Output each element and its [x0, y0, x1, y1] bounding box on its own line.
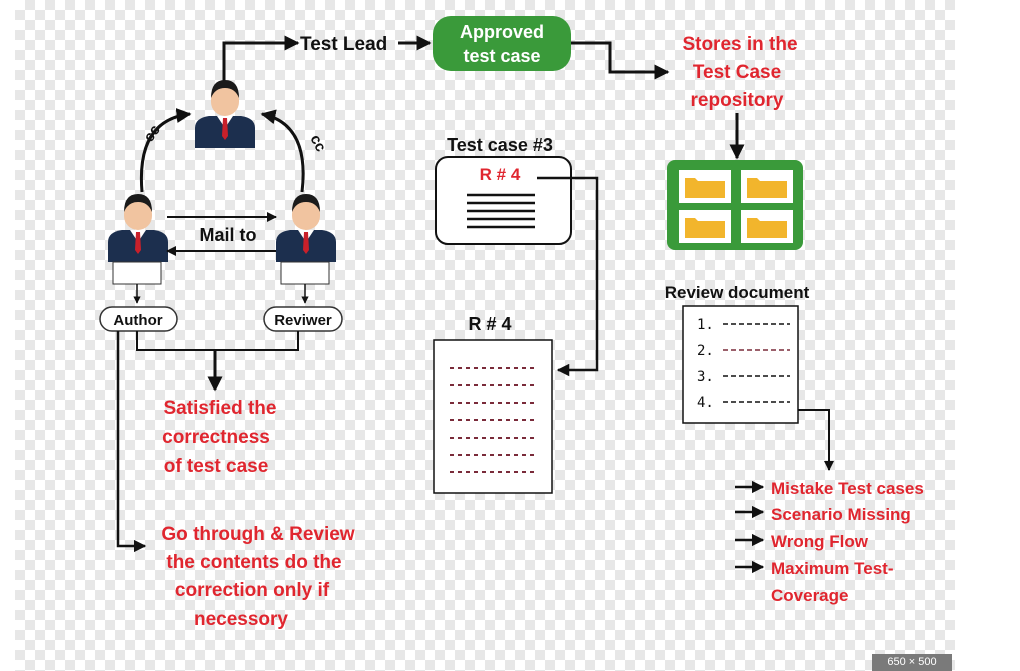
approved-line-2: test case: [463, 46, 540, 66]
reviewer-person-icon: [276, 194, 336, 262]
outcome-mistake: Mistake Test cases: [771, 479, 924, 498]
satisfied-line-1: Satisfied the: [164, 398, 277, 419]
stores-line-3: repository: [691, 90, 784, 111]
review-item-1: 1.: [697, 317, 714, 333]
arrow-to-r4-document: [537, 176, 599, 377]
review-document: [682, 305, 799, 424]
author-badge: [112, 261, 162, 285]
go-through-line-4: necessory: [194, 609, 288, 630]
folder-icon: [747, 218, 787, 238]
go-through-line-1: Go through & Review: [161, 524, 354, 545]
stores-line-1: Stores in the: [682, 34, 797, 55]
repository-folders: [667, 160, 803, 250]
arrow-to-outcomes: [798, 409, 834, 471]
go-through-line-2: the contents do the: [166, 552, 341, 573]
cc-label-left: cc: [140, 122, 163, 145]
go-through-line-3: correction only if: [175, 580, 330, 601]
approved-test-case-box: [433, 16, 571, 71]
test-lead-label: Test Lead: [300, 34, 387, 55]
reviewer-label: Reviwer: [274, 312, 332, 329]
cc-arrow-left: [139, 108, 192, 193]
stores-line-2: Test Case: [693, 62, 781, 83]
r4-document-lines: [450, 367, 534, 473]
review-document-title: Review document: [665, 283, 810, 302]
cc-label-right: cc: [306, 132, 329, 155]
arrow-to-go-through: [116, 331, 147, 553]
author-label: Author: [113, 312, 162, 329]
r4-document: [433, 339, 553, 494]
test-case-title: Test case #3: [447, 135, 553, 155]
reviewer-pill: [263, 306, 343, 332]
outcome-coverage: Coverage: [771, 586, 848, 605]
author-pill: [99, 306, 178, 332]
folder-icon: [685, 218, 725, 238]
outcome-scenario: Scenario Missing: [771, 505, 911, 524]
arrow-to-test-lead: [222, 35, 300, 85]
r4-document-title: R # 4: [468, 314, 511, 334]
test-case-ref: R # 4: [480, 165, 521, 184]
folder-icon: [747, 178, 787, 198]
arrow-to-repository: [571, 41, 670, 80]
approved-line-1: Approved: [460, 22, 544, 42]
cc-arrow-right: [260, 109, 305, 193]
image-size-badge: 650 × 500: [872, 654, 952, 671]
mail-to-label: Mail to: [200, 225, 257, 245]
satisfied-line-3: of test case: [164, 456, 269, 477]
review-item-4: 4.: [697, 395, 714, 411]
reviewer-badge: [280, 261, 330, 285]
outcome-maximum: Maximum Test-: [771, 559, 894, 578]
test-case-lines: [467, 193, 535, 229]
outcome-wrong-flow: Wrong Flow: [771, 532, 869, 551]
folder-icon: [685, 178, 725, 198]
satisfied-line-2: correctness: [162, 427, 270, 448]
test-lead-person-icon: [195, 80, 255, 148]
review-item-3: 3.: [697, 369, 714, 385]
review-item-2: 2.: [697, 343, 714, 359]
author-person-icon: [108, 194, 168, 262]
review-item-lines: [723, 323, 790, 403]
merge-connector: [136, 331, 299, 351]
